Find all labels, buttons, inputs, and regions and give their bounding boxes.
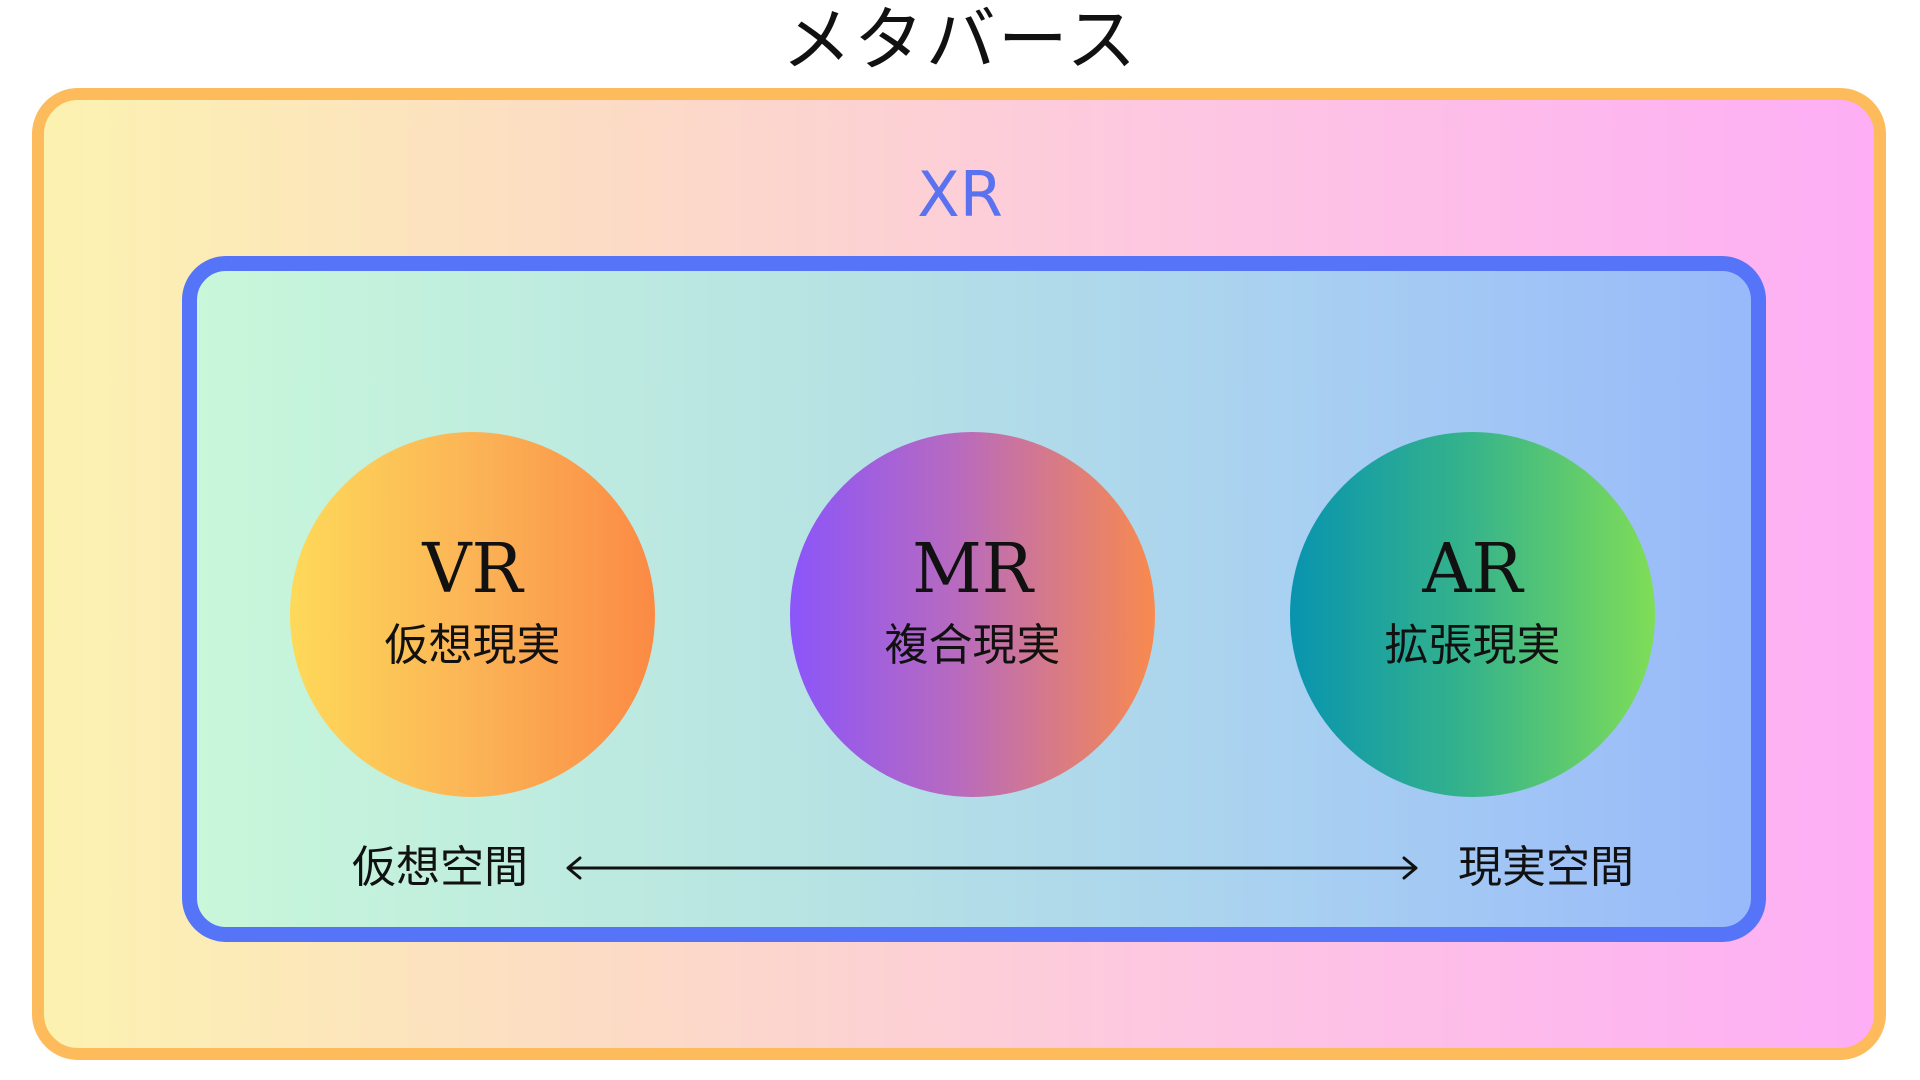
xr-label: XR <box>917 158 1003 231</box>
arrow-head-right <box>1402 856 1418 880</box>
double-arrow-icon <box>566 856 1418 880</box>
vr-abbreviation: VR <box>422 530 523 609</box>
ar-full-name: 拡張現実 <box>1384 620 1561 671</box>
vr-full-name: 仮想現実 <box>384 620 561 671</box>
vr-circle: VR 仮想現実 <box>290 432 655 797</box>
arrow-head-left <box>566 856 582 880</box>
real-space-label: 現実空間 <box>1458 842 1634 893</box>
mr-circle: MR 複合現実 <box>790 432 1155 797</box>
mr-full-name: 複合現実 <box>884 620 1061 671</box>
mr-abbreviation: MR <box>912 530 1033 609</box>
ar-abbreviation: AR <box>1422 530 1523 609</box>
diagram-title: メタバース <box>781 0 1139 81</box>
virtual-space-label: 仮想空間 <box>352 842 528 893</box>
ar-circle: AR 拡張現実 <box>1290 432 1655 797</box>
